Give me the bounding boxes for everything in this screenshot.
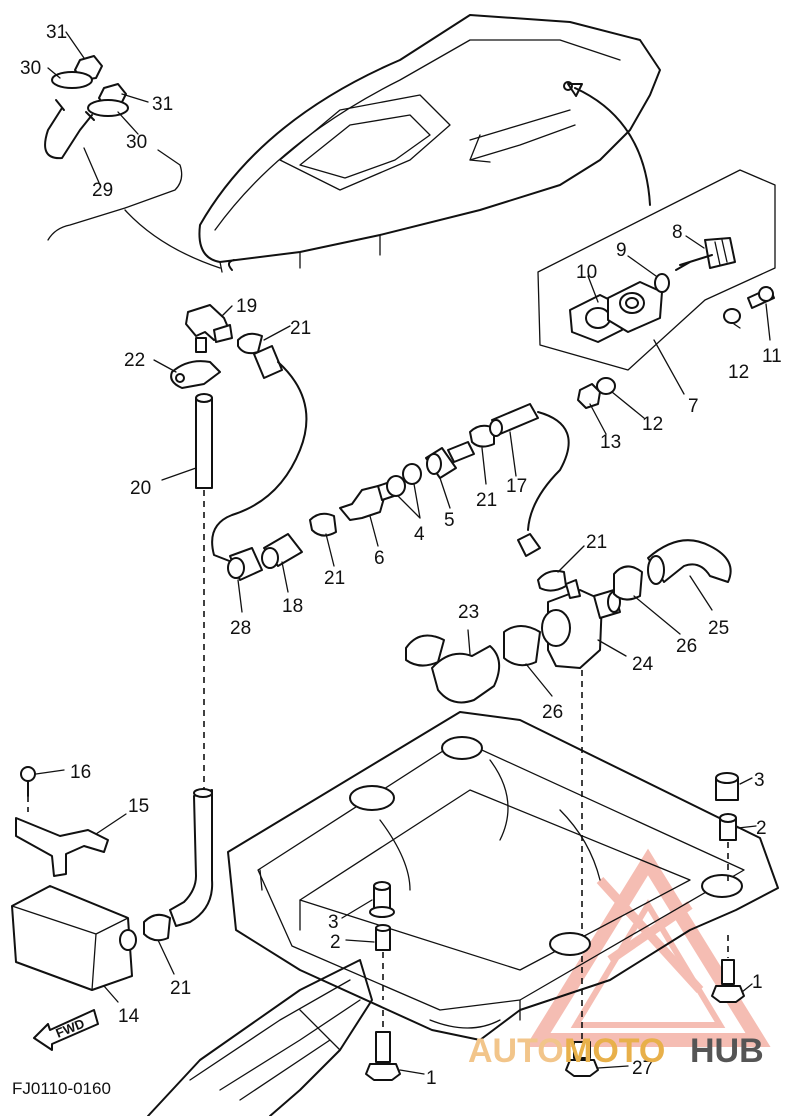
callout-27: 27 [632, 1058, 653, 1079]
fwd-arrow: FWD [33, 1009, 99, 1051]
watermark-text-auto: AUTO [468, 1032, 564, 1070]
watermark-text-moto: MOTO [564, 1032, 665, 1070]
callout-18: 18 [282, 596, 303, 617]
callout-26-left: 26 [542, 702, 563, 723]
diagram-code: FJ0110-0160 [12, 1079, 111, 1098]
callout-4: 4 [414, 524, 425, 545]
hose-vent-assembly [170, 304, 308, 790]
callout-21-mid: 21 [476, 490, 497, 511]
jet-ski-hull [198, 14, 661, 273]
callout-2-right: 2 [756, 818, 767, 839]
callout-8: 8 [672, 222, 683, 243]
detail-box-eyelet [44, 55, 221, 269]
callout-2-left: 2 [330, 932, 341, 953]
engine-bed-frame [227, 711, 779, 1041]
callout-1-right: 1 [752, 972, 763, 993]
callout-23: 23 [458, 602, 479, 623]
callout-6: 6 [374, 548, 385, 569]
callout-14: 14 [118, 1006, 140, 1027]
callout-28: 28 [230, 618, 251, 639]
callout-29: 29 [92, 180, 113, 201]
callout-5: 5 [444, 510, 455, 531]
callout-1-bottom: 1 [426, 1068, 437, 1089]
callout-30-top: 30 [20, 58, 41, 79]
tank-assembly [11, 766, 214, 991]
callout-3-right: 3 [754, 770, 765, 791]
callout-15: 15 [128, 796, 149, 817]
callout-17: 17 [506, 476, 527, 497]
check-valve-assembly [227, 403, 570, 581]
callout-24: 24 [632, 654, 654, 675]
callout-12-lower: 12 [642, 414, 663, 435]
callout-26-right: 26 [676, 636, 697, 657]
detail-box-drain-plug [537, 169, 776, 409]
callout-12-right: 12 [728, 362, 749, 383]
callout-10: 10 [576, 262, 597, 283]
watermark-text: AUTO MOTO HUB [468, 1032, 764, 1070]
callout-20: 20 [130, 478, 151, 499]
nozzle-housing-assembly [405, 539, 732, 1045]
callout-7: 7 [688, 396, 699, 417]
callout-13: 13 [600, 432, 621, 453]
leader-lines [35, 31, 771, 1075]
callout-9: 9 [616, 240, 627, 261]
callout-30-bottom: 30 [126, 132, 147, 153]
callout-16: 16 [70, 762, 91, 783]
callout-11: 11 [762, 346, 782, 367]
callout-22: 22 [124, 350, 145, 371]
callout-21-tank: 21 [170, 978, 191, 999]
callout-3-left: 3 [328, 912, 339, 933]
callout-31-right: 31 [152, 94, 173, 115]
callout-21-right: 21 [586, 532, 607, 553]
callout-19: 19 [236, 296, 257, 317]
callout-31-top: 31 [46, 22, 67, 43]
hull-bottom-section [147, 959, 373, 1116]
watermark-text-hub: HUB [690, 1032, 764, 1070]
fasteners [365, 772, 745, 1081]
callout-21-top: 21 [290, 318, 311, 339]
callout-labels: 31 30 31 30 29 8 9 10 11 12 7 12 13 19 2… [20, 22, 782, 1089]
callout-21-left: 21 [324, 568, 345, 589]
watermark-logo [525, 848, 771, 1047]
callout-25: 25 [708, 618, 729, 639]
